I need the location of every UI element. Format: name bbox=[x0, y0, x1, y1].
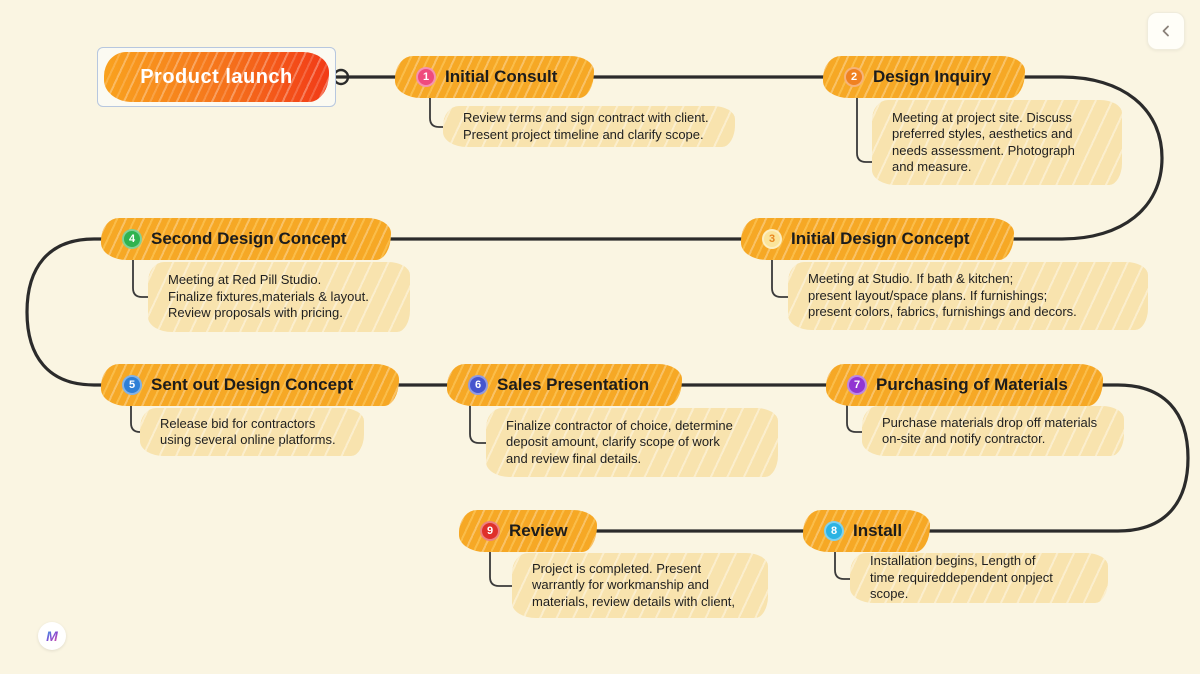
topic-initial-consult[interactable]: 1 Initial Consult bbox=[395, 56, 594, 98]
note-text: Meeting at Red Pill Studio. Finalize fix… bbox=[168, 272, 369, 321]
app-logo-letter: M bbox=[46, 628, 58, 644]
topic-title: Purchasing of Materials bbox=[876, 375, 1068, 394]
note-text: Project is completed. Present warrantly … bbox=[532, 560, 736, 609]
note-sales-presentation[interactable]: Finalize contractor of choice, determine… bbox=[486, 408, 778, 477]
note-design-inquiry[interactable]: Meeting at project site. Discuss preferr… bbox=[872, 100, 1122, 185]
root-topic[interactable]: Product launch bbox=[104, 52, 329, 102]
root-topic-selection-frame[interactable]: Product launch bbox=[97, 47, 336, 107]
note-elbow-connectors bbox=[130, 97, 874, 587]
note-text: Meeting at Studio. If bath & kitchen; pr… bbox=[808, 271, 1077, 320]
step-8-badge: 8 bbox=[824, 521, 844, 541]
step-9-badge: 9 bbox=[480, 521, 500, 541]
root-topic-label: Product launch bbox=[140, 65, 293, 88]
topic-title: Sales Presentation bbox=[497, 375, 650, 394]
topic-install[interactable]: 8 Install bbox=[803, 510, 930, 552]
note-text: Finalize contractor of choice, determine… bbox=[506, 417, 733, 466]
note-purchasing-of-materials[interactable]: Purchase materials drop off materials on… bbox=[862, 406, 1124, 456]
app-logo[interactable]: M bbox=[38, 622, 66, 650]
note-initial-design-concept[interactable]: Meeting at Studio. If bath & kitchen; pr… bbox=[788, 262, 1148, 330]
note-install[interactable]: Installation begins, Length of time requ… bbox=[850, 553, 1108, 603]
topic-purchasing-of-materials[interactable]: 7 Purchasing of Materials bbox=[826, 364, 1103, 406]
note-text: Meeting at project site. Discuss preferr… bbox=[892, 109, 1075, 175]
topic-initial-design-concept[interactable]: 3 Initial Design Concept bbox=[741, 218, 1014, 260]
back-button[interactable] bbox=[1147, 12, 1185, 50]
topic-sales-presentation[interactable]: 6 Sales Presentation bbox=[447, 364, 682, 406]
topic-title: Review bbox=[509, 521, 568, 540]
step-1-badge: 1 bbox=[416, 67, 436, 87]
topic-title: Initial Design Concept bbox=[791, 229, 970, 248]
topic-review[interactable]: 9 Review bbox=[459, 510, 597, 552]
topic-title: Design Inquiry bbox=[873, 67, 992, 86]
topic-second-design-concept[interactable]: 4 Second Design Concept bbox=[101, 218, 391, 260]
note-text: Release bid for contractors using severa… bbox=[160, 415, 336, 448]
step-2-badge: 2 bbox=[844, 67, 864, 87]
topic-sent-out-design-concept[interactable]: 5 Sent out Design Concept bbox=[101, 364, 399, 406]
step-7-badge: 7 bbox=[847, 375, 867, 395]
step-6-badge: 6 bbox=[468, 375, 488, 395]
collapse-handle-icon[interactable] bbox=[332, 68, 399, 86]
note-second-design-concept[interactable]: Meeting at Red Pill Studio. Finalize fix… bbox=[148, 262, 410, 332]
note-text: Review terms and sign contract with clie… bbox=[463, 110, 709, 142]
topic-title: Second Design Concept bbox=[151, 229, 347, 248]
step-3-badge: 3 bbox=[762, 229, 782, 249]
topic-title: Install bbox=[853, 521, 903, 540]
branch-connectors bbox=[25, 75, 1190, 533]
topic-title: Initial Consult bbox=[445, 67, 558, 86]
topic-design-inquiry[interactable]: 2 Design Inquiry bbox=[823, 56, 1025, 98]
topic-title: Sent out Design Concept bbox=[151, 375, 354, 394]
note-initial-consult[interactable]: Review terms and sign contract with clie… bbox=[443, 106, 735, 147]
note-text: Installation begins, Length of time requ… bbox=[870, 553, 1053, 602]
note-review[interactable]: Project is completed. Present warrantly … bbox=[512, 553, 768, 618]
step-4-badge: 4 bbox=[122, 229, 142, 249]
note-text: Purchase materials drop off materials on… bbox=[882, 414, 1098, 447]
step-5-badge: 5 bbox=[122, 375, 142, 395]
note-sent-out-design-concept[interactable]: Release bid for contractors using severa… bbox=[140, 408, 364, 456]
chevron-left-icon bbox=[1162, 25, 1169, 37]
